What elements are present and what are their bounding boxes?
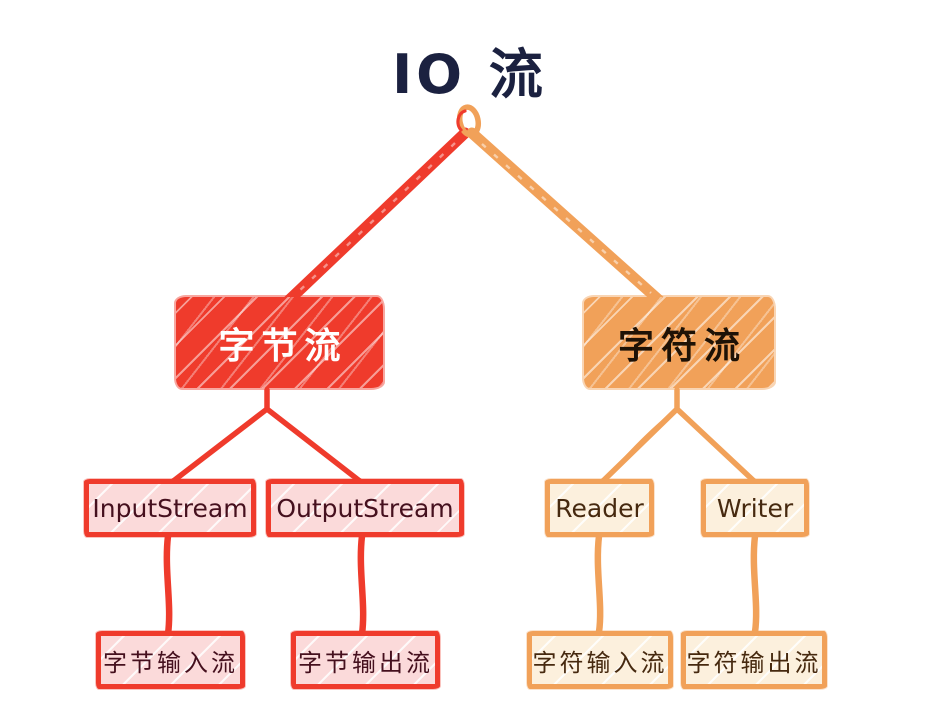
node-char-stream-label: 字符流 [617,325,747,367]
node-byte-stream-label: 字节流 [218,325,348,367]
node-writer: Writer [701,479,809,537]
node-inputstream-label: InputStream [92,493,248,523]
node-byte-input-label: 字节输入流 [103,648,238,677]
edge-inputstream-leaf [163,532,173,638]
node-char-input-label: 字符输入流 [532,648,668,677]
edge-outputstream-leaf [357,532,367,638]
node-outputstream-label: OutputStream [276,493,454,523]
node-reader: Reader [545,479,654,537]
node-char-output-label: 字符输出流 [686,648,822,677]
node-char-output-stream: 字符输出流 [681,631,827,689]
root-knot [456,104,482,138]
edge-writer-leaf [750,532,760,636]
node-char-input-stream: 字符输入流 [527,631,673,689]
node-writer-label: Writer [716,493,794,523]
edge-root-bytestream [281,127,471,308]
node-outputstream: OutputStream [266,479,464,537]
fork-bytestream [169,387,364,485]
node-inputstream: InputStream [84,479,256,537]
node-byte-stream: 字节流 [176,297,383,388]
node-byte-input-stream: 字节输入流 [96,631,245,689]
edge-root-charstream [466,127,667,308]
node-reader-label: Reader [555,493,644,523]
fork-charstream [599,387,758,485]
node-byte-output-stream: 字节输出流 [291,631,440,689]
node-char-stream: 字符流 [584,297,774,388]
diagram-title: IO 流 [392,43,547,106]
edge-reader-leaf [594,532,604,636]
node-byte-output-label: 字节输出流 [298,648,433,677]
